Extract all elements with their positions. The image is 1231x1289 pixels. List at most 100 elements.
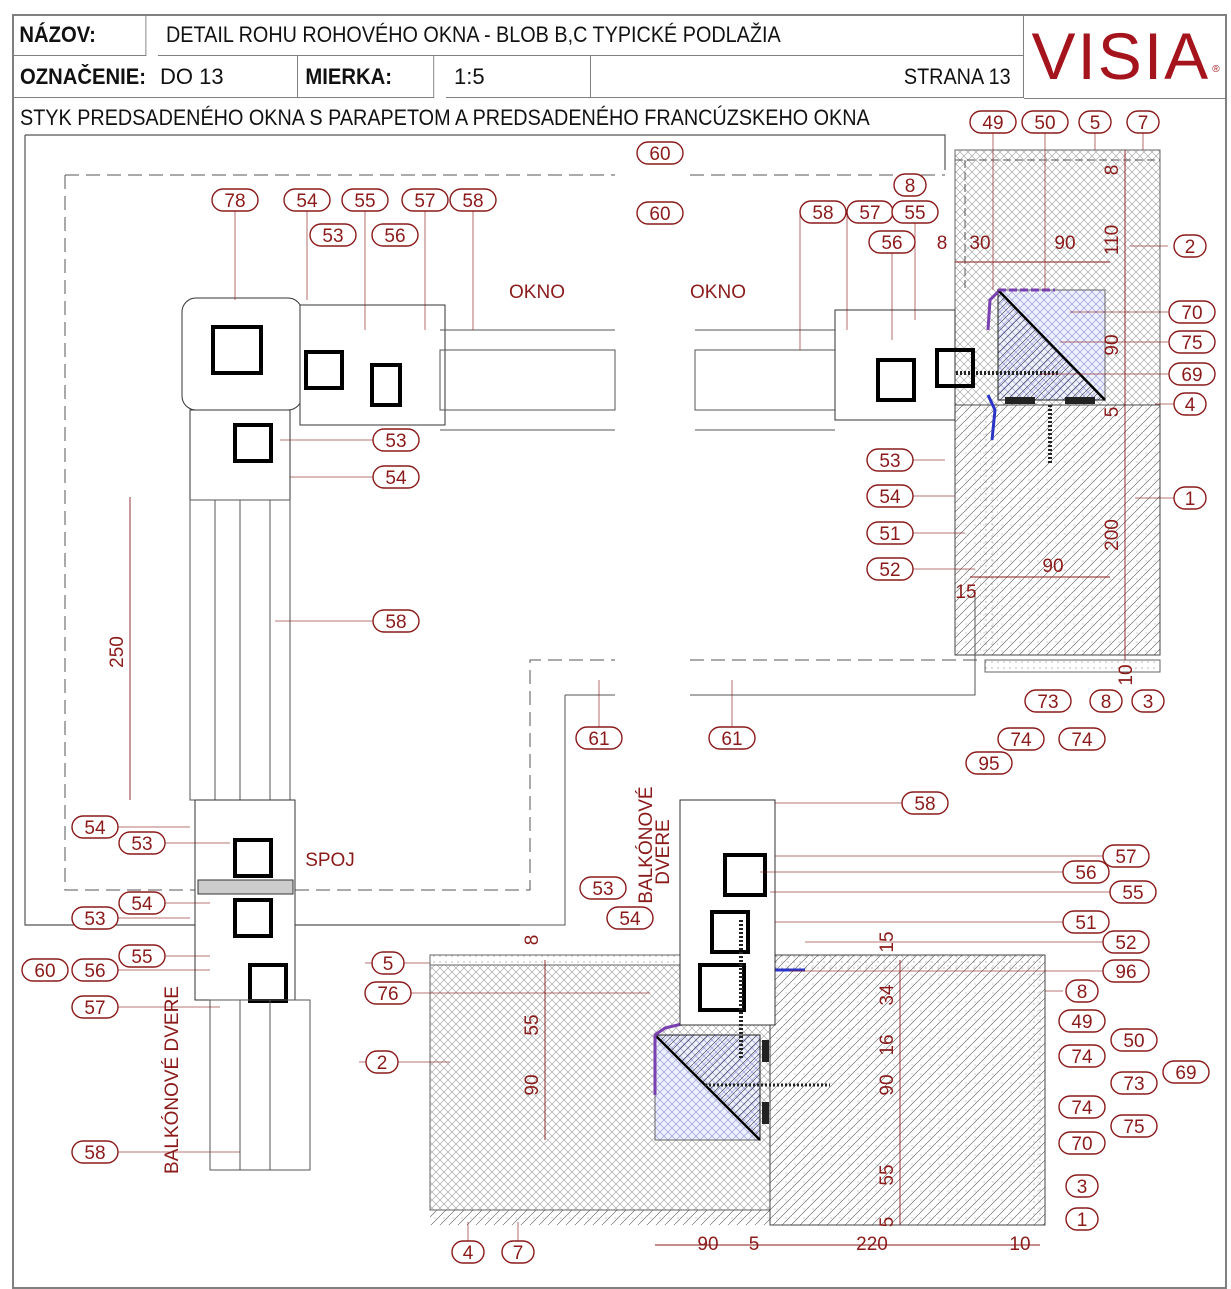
callout-56: 56 [371, 223, 419, 247]
dimension-text: 90 [522, 1074, 543, 1095]
callout-number: 55 [1122, 883, 1143, 904]
callout-number: 49 [1071, 1012, 1092, 1033]
callout-2: 2 [365, 1050, 399, 1074]
callout-number: 51 [879, 524, 900, 545]
callout-5: 5 [1078, 110, 1112, 134]
dimension-text: 90 [697, 1234, 718, 1255]
callout-96: 96 [1102, 959, 1150, 983]
callout-55: 55 [118, 944, 166, 968]
callout-58: 58 [901, 791, 949, 815]
balkonove-dvere-label-top-1: BALKÓNOVÉ [635, 786, 657, 903]
callout-53: 53 [309, 223, 357, 247]
callout-number: 58 [84, 1143, 105, 1164]
dimension-text: 10 [1116, 664, 1137, 685]
callout-number: 74 [1010, 730, 1032, 751]
dimension-text: 55 [522, 1014, 543, 1035]
callout-52: 52 [1102, 930, 1150, 954]
callout-55: 55 [1109, 880, 1157, 904]
callout-number: 96 [1115, 962, 1136, 983]
balkonove-dvere-label-left: BALKÓNOVÉ DVERE [161, 986, 183, 1174]
callout-60: 60 [636, 201, 684, 225]
callout-number: 55 [131, 947, 152, 968]
callout-56: 56 [1062, 860, 1110, 884]
registered-mark: ® [1212, 63, 1220, 75]
callout-50: 50 [1110, 1028, 1158, 1052]
callout-70: 70 [1058, 1131, 1106, 1155]
callout-number: 8 [1101, 692, 1112, 713]
drawing-title-text: DETAIL ROHU ROHOVÉHO OKNA - BLOB B,C TYP… [166, 21, 781, 47]
callout-53: 53 [118, 831, 166, 855]
callout-number: 53 [879, 451, 900, 472]
plaster-bottom-right [984, 659, 1161, 673]
callout-number: 51 [1075, 913, 1096, 934]
callout-number: 54 [296, 191, 318, 212]
callout-2: 2 [1173, 234, 1207, 258]
callout-8: 8 [1065, 979, 1099, 1003]
blue-membrane-top [986, 394, 997, 441]
callout-53: 53 [866, 448, 914, 472]
name-label: NÁZOV: [12, 14, 147, 56]
callout-49: 49 [1058, 1009, 1106, 1033]
spoj-label: SPOJ [305, 850, 355, 871]
callout-7: 7 [1126, 110, 1160, 134]
callout-number: 49 [982, 113, 1003, 134]
callout-number: 75 [1123, 1117, 1144, 1138]
logo-text: VISIA [1031, 19, 1211, 93]
callout-5: 5 [371, 951, 405, 975]
dimension-text: 30 [969, 233, 990, 254]
okno-label-right: OKNO [690, 282, 746, 303]
callout-number: 53 [385, 431, 406, 452]
dimension-text: 220 [856, 1234, 888, 1255]
callout-4: 4 [1173, 392, 1207, 416]
callout-number: 60 [649, 144, 670, 165]
callout-73: 73 [1110, 1071, 1158, 1095]
callout-number: 75 [1181, 333, 1202, 354]
callout-55: 55 [341, 188, 389, 212]
callout-number: 61 [721, 729, 742, 750]
callout-number: 58 [812, 203, 833, 224]
callout-number: 58 [385, 612, 406, 633]
callout-number: 55 [904, 203, 925, 224]
callout-number: 56 [881, 233, 902, 254]
callout-number: 57 [1115, 847, 1136, 868]
callout-number: 57 [859, 203, 880, 224]
callout-54: 54 [372, 465, 420, 489]
scale-value: 1:5 [446, 56, 591, 98]
callout-number: 58 [462, 191, 483, 212]
callout-58: 58 [71, 1140, 119, 1164]
callout-57: 57 [846, 200, 894, 224]
callout-number: 57 [414, 191, 435, 212]
callout-number: 56 [84, 961, 105, 982]
dimension-text: 10 [1009, 1234, 1030, 1255]
callout-number: 50 [1123, 1031, 1144, 1052]
callout-58: 58 [372, 609, 420, 633]
callout-1: 1 [1065, 1207, 1099, 1231]
dimension-text: 90 [877, 1074, 898, 1095]
callout-number: 78 [224, 191, 245, 212]
callout-number: 3 [1143, 692, 1154, 713]
callout-7: 7 [501, 1240, 535, 1264]
callout-number: 7 [1138, 113, 1149, 134]
callout-69: 69 [1162, 1060, 1210, 1084]
left-window-profile [181, 297, 616, 1171]
callout-number: 69 [1175, 1063, 1196, 1084]
callout-52: 52 [866, 557, 914, 581]
drawing-title: DETAIL ROHU ROHOVÉHO OKNA - BLOB B,C TYP… [158, 14, 1024, 56]
callout-number: 53 [592, 879, 613, 900]
designation-label: OZNAČENIE: [20, 63, 146, 89]
dimension-text: 5 [1102, 407, 1123, 418]
callout-number: 1 [1185, 489, 1196, 510]
callout-58: 58 [449, 188, 497, 212]
dimension-text: 55 [877, 1164, 898, 1185]
dimension-text: 15 [877, 931, 898, 952]
concrete-slab [769, 954, 1046, 1226]
callout-95: 95 [965, 751, 1013, 775]
callout-1: 1 [1173, 486, 1207, 510]
callout-number: 53 [131, 834, 152, 855]
callout-number: 50 [1034, 113, 1055, 134]
callout-number: 74 [1071, 1047, 1093, 1068]
dimension-text: 200 [1102, 519, 1123, 551]
callout-74: 74 [1058, 1044, 1106, 1068]
callout-number: 74 [1071, 1098, 1093, 1119]
callout-61: 61 [575, 726, 623, 750]
